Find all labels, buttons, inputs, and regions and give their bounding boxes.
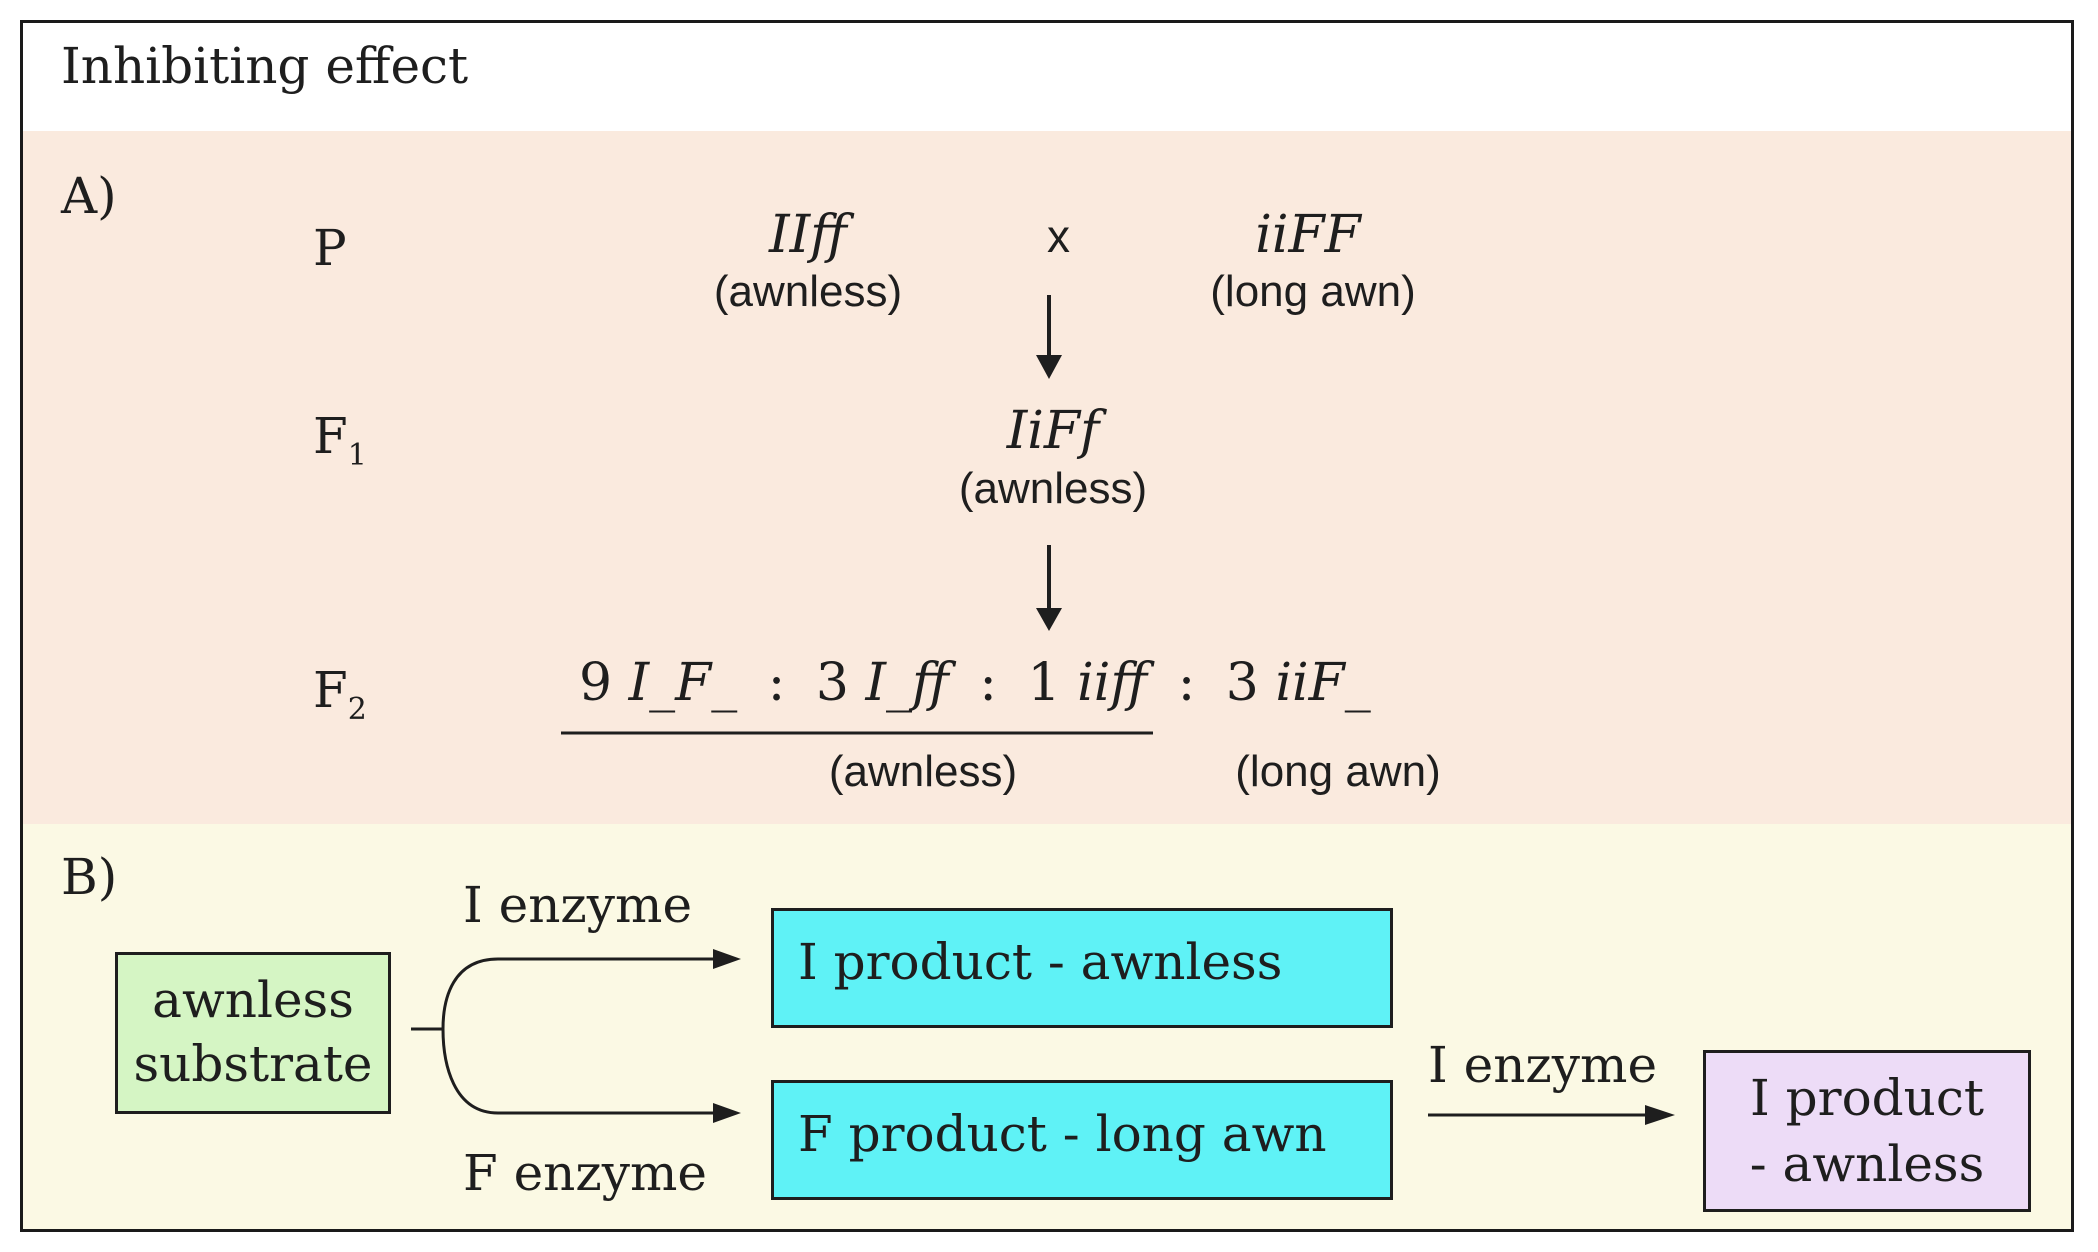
- title-band: Inhibiting effect: [23, 23, 2071, 131]
- substrate-box: awnless substrate: [115, 952, 391, 1114]
- figure-title: Inhibiting effect: [61, 37, 469, 95]
- f2-awnless-label: (awnless): [828, 747, 1018, 796]
- f2-genotype-2: I_ff: [865, 653, 949, 713]
- f1-phenotype: (awnless): [958, 464, 1148, 513]
- i-product-text: I product - awnless: [798, 933, 1283, 991]
- row-label-f2-letter: F: [313, 661, 348, 719]
- final-product-box: I product - awnless: [1703, 1050, 2031, 1212]
- f2-long-awn-label: (long awn): [1235, 747, 1441, 796]
- f2-separator-2: :: [979, 653, 997, 713]
- panel-b: B) awnless substrate I enzyme F enzyme I…: [23, 824, 2071, 1229]
- f2-separator-3: :: [1177, 653, 1196, 713]
- f2-count-3: 1: [1027, 653, 1061, 713]
- final-product-line1: I product: [1750, 1069, 1984, 1127]
- parent1-genotype: IIff: [769, 205, 847, 265]
- panel-b-label: B): [61, 848, 118, 906]
- f-product-box: F product - long awn: [771, 1080, 1393, 1200]
- panel-a-label: A): [61, 167, 117, 225]
- final-product-line2: - awnless: [1749, 1135, 1985, 1193]
- f-enzyme-label: F enzyme: [463, 1144, 707, 1202]
- row-label-f2-subscript: 2: [347, 692, 367, 727]
- row-label-f2: F2: [313, 661, 367, 727]
- f2-count-1: 9: [579, 653, 613, 713]
- i-enzyme-label-2: I enzyme: [1428, 1036, 1658, 1094]
- f2-genotype-1: I_F_: [628, 653, 738, 713]
- parent2-genotype: iiFF: [1255, 205, 1361, 265]
- cross-symbol: x: [1047, 210, 1070, 262]
- row-label-f1-letter: F: [313, 407, 348, 465]
- parent2-phenotype: (long awn): [1210, 267, 1416, 316]
- f2-genotype-3: iiff: [1077, 653, 1148, 713]
- i-product-box: I product - awnless: [771, 908, 1393, 1028]
- row-label-f1: F1: [313, 407, 367, 473]
- f2-count-2: 3: [815, 653, 849, 713]
- i-enzyme-label: I enzyme: [463, 876, 693, 934]
- substrate-line2: substrate: [133, 1035, 373, 1093]
- panel-a: A) P F1 F2 IIff (awnless) x iiFF (long a…: [23, 131, 2071, 824]
- parent1-phenotype: (awnless): [713, 267, 903, 316]
- f1-genotype: IiFf: [1006, 401, 1100, 461]
- f2-genotype-4: iiF_: [1275, 653, 1371, 713]
- substrate-line1: awnless: [152, 971, 354, 1029]
- f2-ratio-line: 9 I_F_ : 3 I_ff : 1 iiff : 3 iiF_: [579, 653, 1371, 713]
- figure-frame: Inhibiting effect A) P F1 F2 IIff (awnle…: [20, 20, 2074, 1232]
- f2-count-4: 3: [1225, 653, 1259, 713]
- row-label-f1-subscript: 1: [347, 438, 367, 473]
- f2-separator-1: :: [767, 653, 786, 713]
- f-product-text: F product - long awn: [798, 1105, 1327, 1163]
- row-label-p: P: [313, 219, 347, 277]
